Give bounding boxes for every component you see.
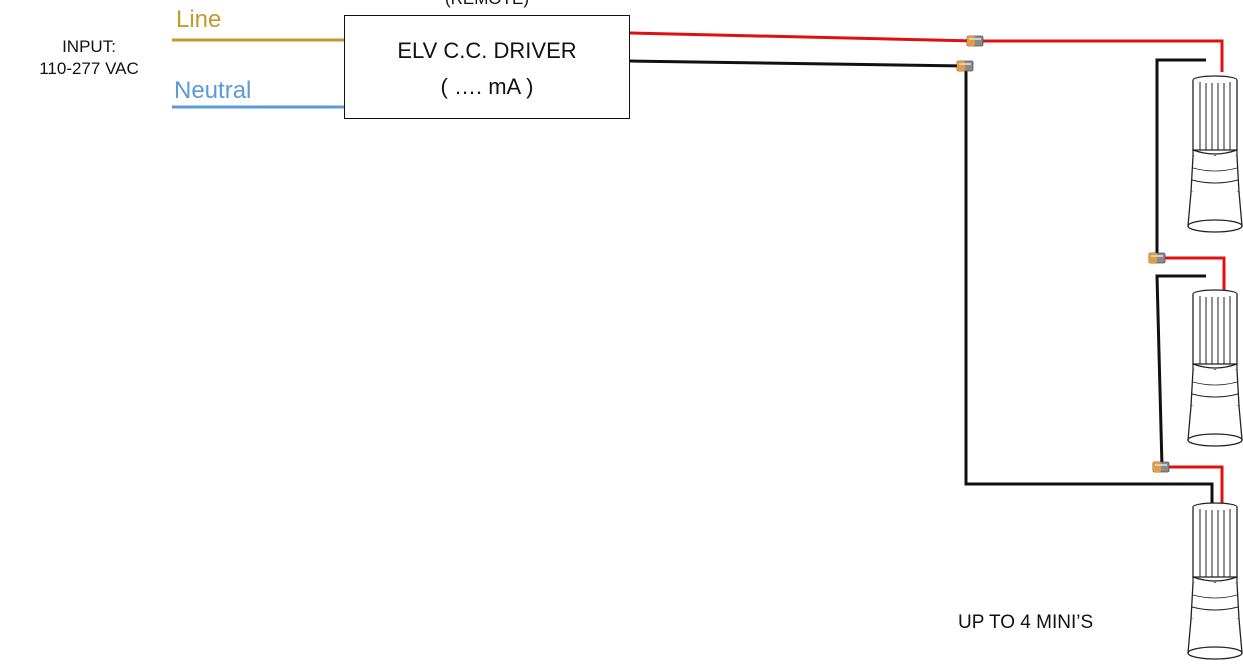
- positive-output-wire: [629, 31, 1224, 72]
- driver-current: ( …. mA ): [440, 74, 534, 99]
- driver-title: ELV C.C. DRIVER: [397, 38, 577, 63]
- fixture-limit-note: UP TO 4 MINI’S: [958, 612, 1094, 633]
- wire-connector-icon: [966, 35, 984, 47]
- fixture3-positive-link: [1162, 465, 1224, 507]
- negative-return-wire: [964, 66, 1214, 507]
- driver-caption: (REMOTE): [427, 0, 547, 9]
- fixture2-positive-link: [1160, 256, 1226, 290]
- negative-output-wire: [629, 59, 966, 68]
- mini-light-fixture-icon: [1187, 75, 1243, 233]
- fixture1-negative-link: [1155, 58, 1206, 258]
- mini-light-fixture-icon: [1187, 502, 1243, 660]
- line-wire-label: Line: [176, 6, 222, 33]
- input-label-line1: INPUT:: [62, 37, 116, 56]
- wire-connector-icon: [1152, 461, 1170, 473]
- wire-connector-icon: [1148, 252, 1166, 264]
- mini-light-fixture-icon: [1187, 289, 1243, 447]
- input-label: INPUT: 110-277 VAC: [14, 36, 164, 80]
- input-voltage-label: 110-277 VAC: [39, 59, 139, 78]
- neutral-wire-label: Neutral: [174, 77, 252, 104]
- wire-connector-icon: [956, 60, 974, 72]
- fixture2-negative-link: [1155, 274, 1206, 468]
- driver-box: ELV C.C. DRIVER ( …. mA ): [344, 15, 630, 119]
